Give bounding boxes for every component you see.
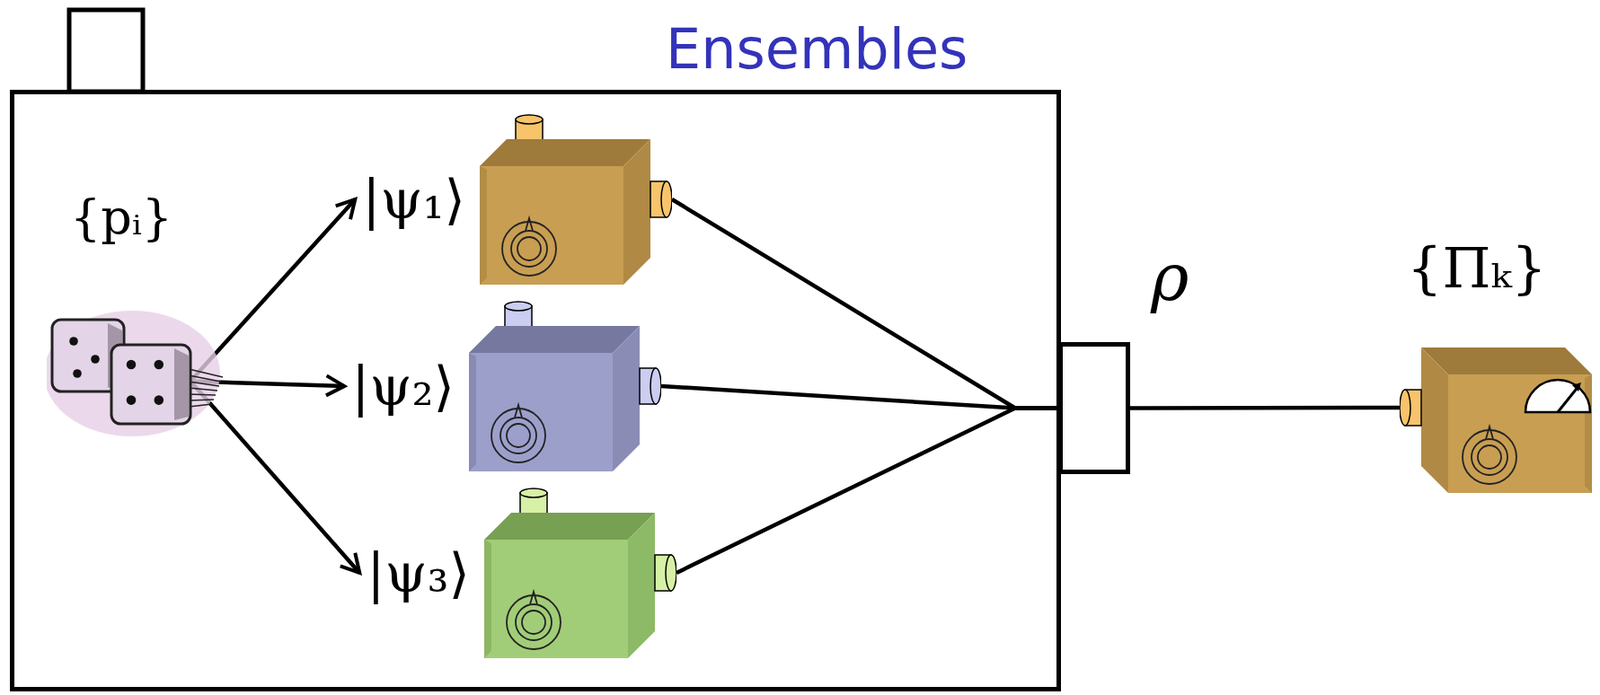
beam-line [661,386,1059,409]
node-label: |ψ₂⟩ [351,355,455,418]
source-device [484,487,677,659]
measurement-device: {Πₖ} [1399,322,1593,494]
node-label: |ψ₁⟩ [362,168,466,231]
node-label: |ψ₃⟩ [366,542,470,605]
node-label: ρ [1150,240,1189,316]
housing-tab [69,9,143,92]
state-preparer: |ψ₂⟩ [344,300,662,472]
source-device [468,300,662,472]
meter-device [1399,322,1593,494]
node-label: {Πₖ} [1406,236,1547,301]
state-preparer: |ψ₃⟩ [359,487,677,659]
dice-source: {pᵢ} [46,190,227,442]
ensemble-housing: {pᵢ}|ψ₁⟩|ψ₂⟩|ψ₃⟩Ensembles [9,89,1061,692]
source-device [479,114,672,285]
node-label: {pᵢ} [70,190,173,247]
selection-arrow [190,381,360,574]
output-port: ρ [1058,342,1131,475]
node-label: Ensembles [665,17,968,81]
beam-line [671,199,1059,409]
state-preparer: |ψ₁⟩ [354,114,672,285]
beam-line [676,408,1059,575]
beam-line [1130,406,1400,411]
dice-illustration [46,283,227,442]
